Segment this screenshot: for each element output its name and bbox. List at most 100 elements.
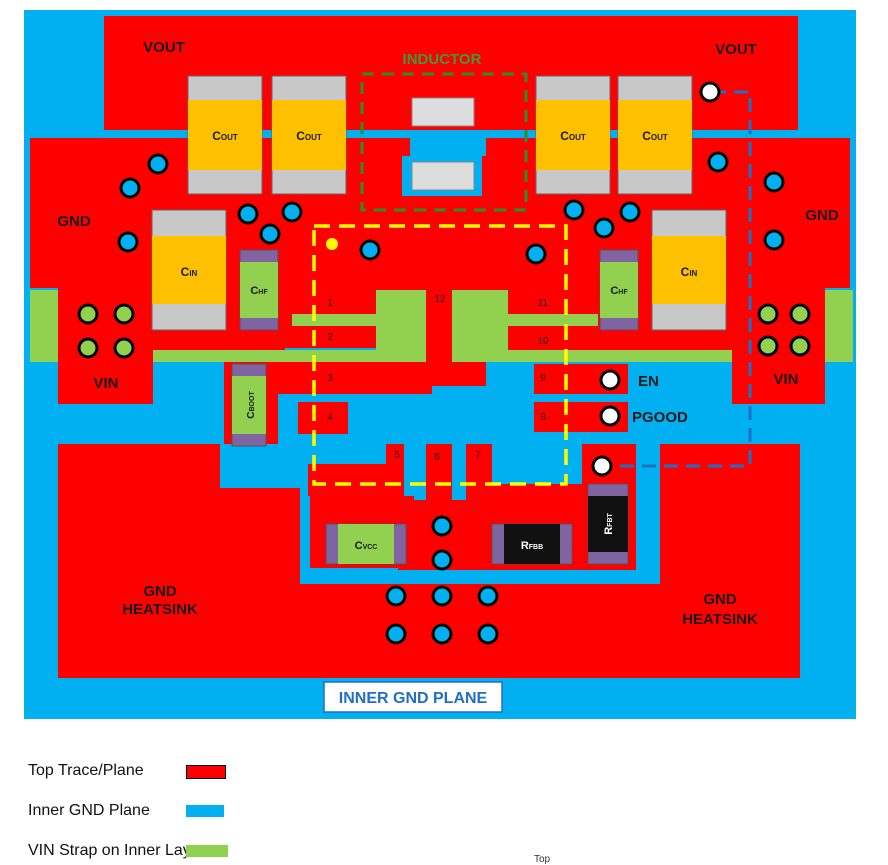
svg-text:HEATSINK: HEATSINK — [122, 601, 198, 618]
chf-left: CHF — [239, 249, 279, 331]
signal-vias — [591, 81, 721, 477]
svg-text:12: 12 — [434, 294, 446, 305]
legend-item-inner-gnd: Inner GND Plane — [28, 802, 150, 819]
svg-text:7: 7 — [475, 450, 481, 461]
via — [477, 623, 499, 645]
svg-text:CHF: CHF — [250, 285, 268, 297]
via — [763, 171, 785, 193]
cin-left: CIN — [151, 209, 227, 331]
inner-gnd-plane-label: INNER GND PLANE — [339, 690, 488, 707]
via — [385, 623, 407, 645]
via — [477, 585, 499, 607]
ic-outline — [312, 224, 568, 486]
via — [431, 585, 453, 607]
legend-swatch-top-trace — [186, 765, 226, 779]
cout-4: COUT — [617, 75, 693, 195]
vout-right-label: VOUT — [715, 41, 757, 58]
svg-text:8: 8 — [540, 412, 546, 423]
pin-trace-4 — [298, 402, 348, 434]
inductor-label: INDUCTOR — [403, 51, 482, 68]
svg-text:CVCC: CVCC — [355, 540, 378, 552]
via — [385, 585, 407, 607]
svg-text:CIN: CIN — [181, 265, 198, 279]
svg-text:RFBB: RFBB — [521, 540, 543, 552]
svg-text:RFBT: RFBT — [603, 512, 615, 534]
en-label: EN — [638, 373, 659, 390]
vout-left-label: VOUT — [143, 39, 185, 56]
en-via — [599, 369, 621, 391]
via — [117, 231, 139, 253]
svg-text:5: 5 — [394, 450, 400, 461]
pin-numbers: 1 2 3 4 5 6 7 8 9 10 11 12 — [327, 294, 549, 463]
pgood-via — [599, 405, 621, 427]
via — [431, 515, 453, 537]
via — [619, 201, 641, 223]
via — [259, 223, 281, 245]
inductor-pad-top — [411, 97, 475, 127]
vin-left-label: VIN — [93, 375, 118, 392]
svg-text:COUT: COUT — [296, 129, 322, 143]
svg-text:6: 6 — [434, 452, 440, 463]
rfbb: RFBB — [491, 523, 573, 565]
inner-gnd-plane-label-box — [323, 681, 503, 713]
svg-text:HEATSINK: HEATSINK — [682, 611, 758, 628]
via — [563, 199, 585, 221]
rfbt: RFBT — [587, 483, 629, 565]
gnd-vias — [117, 151, 785, 645]
svg-text:COUT: COUT — [560, 129, 586, 143]
via — [281, 201, 303, 223]
svg-text:GND: GND — [143, 583, 177, 600]
svg-text:CHF: CHF — [610, 285, 628, 297]
inductor-outline — [360, 72, 528, 212]
cvcc: CVCC — [325, 523, 407, 565]
gnd-heatsink-right-label: GND HEATSINK — [682, 591, 758, 628]
svg-text:4: 4 — [327, 412, 333, 423]
chf-right: CHF — [599, 249, 639, 331]
gnd-left-label: GND — [57, 213, 91, 230]
via — [431, 623, 453, 645]
vin-strap — [30, 290, 853, 362]
feedback-trace — [610, 90, 752, 468]
svg-text:COUT: COUT — [212, 129, 238, 143]
svg-text:COUT: COUT — [642, 129, 668, 143]
gnd-right-label: GND — [805, 207, 839, 224]
cout-capacitors: COUT COUT COUT COUT — [187, 75, 693, 195]
via — [525, 243, 547, 265]
svg-text:CIN: CIN — [681, 265, 698, 279]
svg-text:GND: GND — [703, 591, 737, 608]
via — [147, 153, 169, 175]
via — [237, 203, 259, 225]
cin-right: CIN — [651, 209, 727, 331]
via — [593, 217, 615, 239]
legend-swatch-inner-gnd — [186, 805, 224, 817]
legend-swatch-vin-strap — [186, 845, 228, 857]
svg-text:11: 11 — [538, 298, 549, 309]
pin-trace-10 — [508, 322, 600, 352]
top-caption: Top — [534, 854, 551, 865]
inductor-pad-bottom — [411, 161, 475, 191]
gnd-heatsink-left-label: GND HEATSINK — [122, 583, 198, 618]
legend-item-vin-strap: VIN Strap on Inner Layer — [28, 842, 205, 859]
via — [359, 239, 381, 261]
cboot: CBOOT — [231, 363, 267, 447]
vin-vias — [77, 303, 811, 359]
svg-text:1: 1 — [327, 298, 333, 309]
cout-1: COUT — [187, 75, 263, 195]
svg-text:10: 10 — [537, 336, 549, 347]
legend-item-top-trace: Top Trace/Plane — [28, 762, 144, 779]
pin1-marker — [326, 238, 338, 250]
svg-text:CBOOT: CBOOT — [246, 391, 257, 419]
via — [763, 229, 785, 251]
svg-text:3: 3 — [327, 373, 333, 384]
via — [707, 151, 729, 173]
via — [119, 177, 141, 199]
svg-text:2: 2 — [327, 332, 333, 343]
pgood-label: PGOOD — [632, 409, 688, 426]
via — [431, 549, 453, 571]
vin-left-plane — [58, 288, 153, 404]
vin-right-label: VIN — [773, 371, 798, 388]
cout-2: COUT — [271, 75, 347, 195]
svg-text:9: 9 — [540, 373, 546, 384]
cout-3: COUT — [535, 75, 611, 195]
